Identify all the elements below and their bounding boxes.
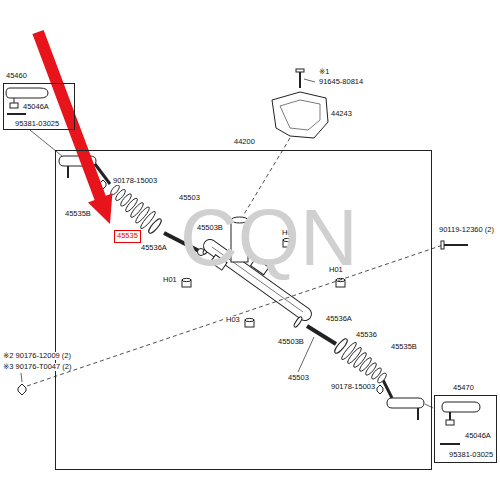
claw-washer (293, 316, 303, 328)
group-part-number: 45535 (117, 232, 138, 240)
cotter-pin (7, 113, 26, 115)
callout-number: 45503B (277, 338, 305, 346)
dust-boot (109, 184, 157, 230)
callout-number: 44243 (330, 110, 353, 118)
boot-rib (139, 210, 157, 230)
callout-number: 90119-12360 (2) (438, 226, 495, 234)
bolt-head (296, 69, 304, 72)
bushing-top (245, 318, 254, 321)
part-number: 45046A (23, 103, 49, 111)
callout-number: ※2 90176-12009 (2) (2, 352, 72, 360)
bolt-head (441, 241, 444, 249)
part-group-box: 4547045046A95381-03025 (434, 395, 497, 463)
bushing-top (182, 278, 191, 281)
leader-line (304, 79, 315, 82)
part-number: 45046A (465, 432, 491, 440)
tie-rod-end (387, 398, 424, 408)
group-part-number: 45470 (453, 384, 474, 392)
bracket (272, 92, 328, 138)
callout-number: H03 (225, 316, 241, 324)
bracket-rib (280, 100, 320, 130)
callout-number: 45536A (140, 244, 168, 252)
callout-number: 45536 (355, 331, 378, 339)
stud (417, 408, 419, 420)
callout-number: 45535B (390, 343, 418, 351)
bolt (444, 244, 468, 246)
bolt (299, 72, 301, 88)
tie-rod-end (6, 88, 48, 98)
inner-tie-rod (307, 326, 336, 344)
callout-number: H01 (162, 276, 178, 284)
leader-line (21, 373, 22, 382)
stud (449, 412, 451, 420)
part-group-box: 4546045046A95381-03025 (3, 83, 75, 130)
watermark: CQN (180, 198, 358, 278)
castle-nut (10, 103, 18, 108)
callout-number: 45535B (64, 210, 92, 218)
tie-rod-thread (383, 380, 392, 398)
tie-rod-end (442, 402, 480, 412)
callout-number: ※1 (318, 68, 330, 76)
part-number: 95381-03025 (449, 451, 493, 459)
boot-rib (376, 372, 388, 385)
leader-line (30, 130, 62, 156)
castle-nut (446, 420, 454, 425)
nut (18, 384, 26, 395)
stud (67, 166, 69, 178)
cotter-pin (440, 443, 460, 445)
group-part-number: 45460 (6, 72, 27, 80)
part-number: 95381-03025 (15, 120, 59, 128)
group-part-number: 44200 (234, 138, 255, 146)
callout-number: 45503 (287, 374, 310, 382)
callout-number: ※3 90176-T0047 (2) (2, 363, 72, 371)
lock-nut (377, 385, 383, 394)
callout-number: 90178-15003 (330, 383, 376, 391)
highlighted-part-number: 45535 (114, 230, 141, 243)
callout-number: 90178-15003 (112, 177, 158, 185)
callout-number: 45536A (325, 315, 353, 323)
callout-number: 91645-80814 (318, 78, 364, 86)
stud (14, 98, 15, 103)
dust-boot (340, 341, 388, 384)
